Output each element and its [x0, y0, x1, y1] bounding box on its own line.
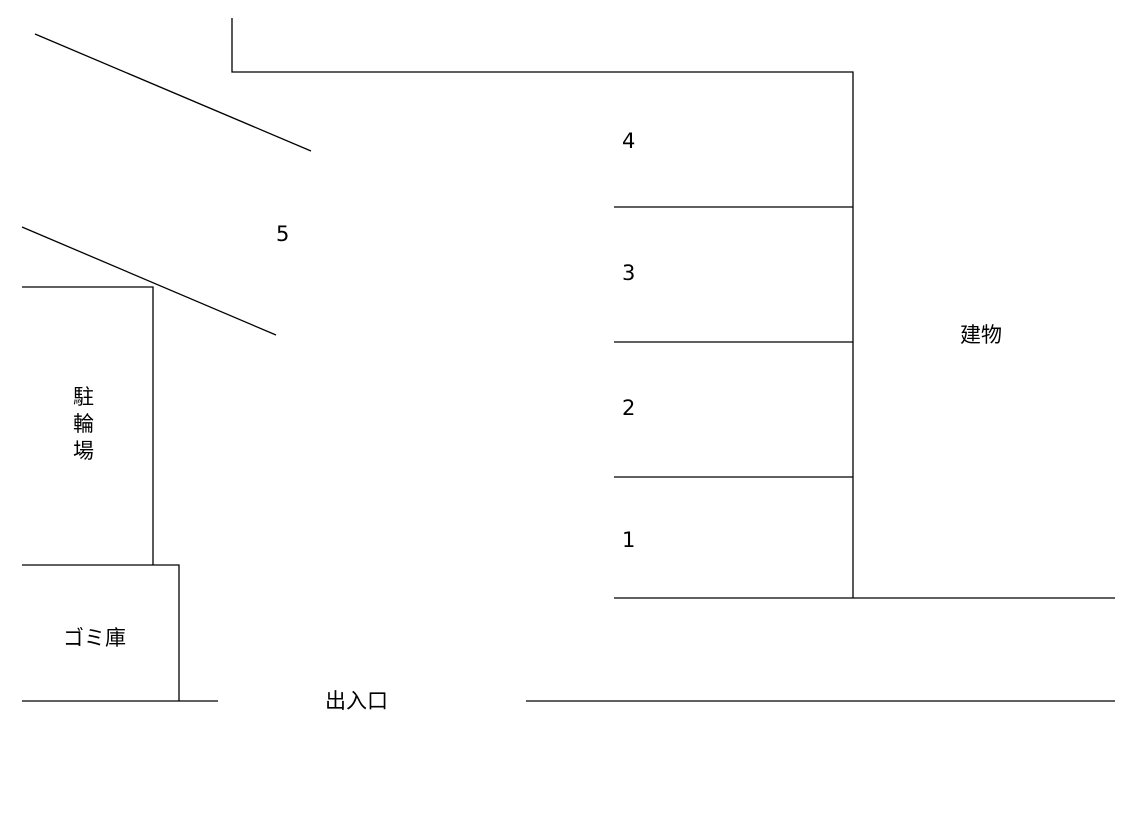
bicycle-parking-label-char-3: 場	[73, 439, 94, 463]
space-3-label: 3	[622, 261, 635, 285]
entrance-label: 出入口	[325, 689, 388, 713]
building-label: 建物	[960, 323, 1002, 347]
space-5-lower-divider	[21, 226, 277, 336]
space-2-label: 2	[622, 396, 635, 420]
space-5-upper-divider	[34, 33, 312, 152]
top-boundary-line	[231, 18, 854, 598]
garbage-shed-outline	[22, 564, 180, 701]
bicycle-parking-label-char-1: 駐	[73, 385, 94, 409]
bicycle-parking-label-char-2: 輪	[73, 412, 94, 436]
garbage-shed-label: ゴミ庫	[63, 626, 126, 650]
space-5-label: 5	[276, 222, 289, 246]
bicycle-parking-outline	[22, 286, 154, 565]
space-4-label: 4	[622, 129, 635, 153]
space-1-label: 1	[622, 528, 635, 552]
